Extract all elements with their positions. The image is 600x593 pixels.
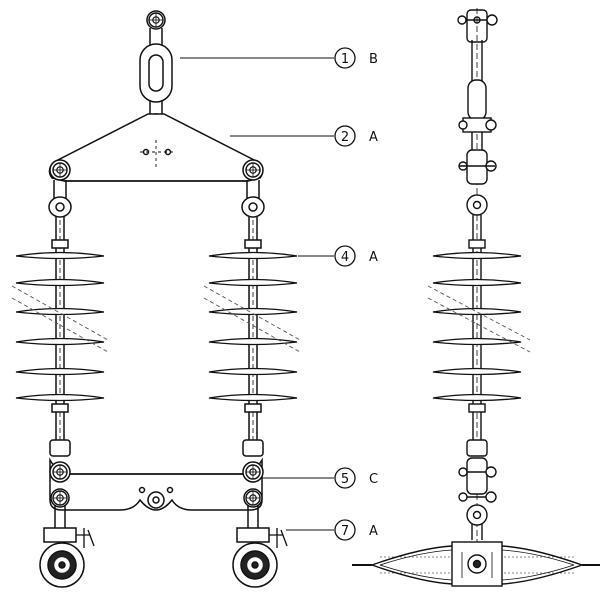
callout-5-number: 5 bbox=[341, 472, 349, 487]
side-insulator bbox=[432, 215, 522, 440]
callout-4-circle bbox=[334, 245, 356, 267]
chain-link bbox=[139, 43, 173, 103]
callout-7-number: 7 bbox=[341, 524, 349, 539]
break-marks bbox=[11, 285, 301, 353]
callout-5: 5 C bbox=[262, 467, 378, 489]
callout-1-letter: B bbox=[369, 52, 378, 67]
callout-5-circle bbox=[334, 467, 356, 489]
top-shackle bbox=[146, 10, 166, 46]
callout-4: 4 A bbox=[298, 245, 378, 267]
callout-2-number: 2 bbox=[341, 130, 349, 145]
side-lower-clevis bbox=[458, 439, 497, 540]
callout-7: 7 A bbox=[286, 519, 378, 541]
right-insulator-string bbox=[208, 180, 298, 457]
lower-yoke-plate bbox=[49, 457, 264, 511]
side-conductor-clamp bbox=[352, 541, 600, 587]
side-top-clevis bbox=[457, 9, 498, 43]
callout-4-letter: A bbox=[369, 250, 378, 265]
side-chain bbox=[458, 40, 497, 216]
side-break-marks bbox=[427, 285, 531, 353]
callout-5-letter: C bbox=[369, 472, 378, 487]
callout-1-circle bbox=[334, 47, 356, 69]
front-view bbox=[11, 10, 301, 588]
callout-2-circle bbox=[334, 125, 356, 147]
callout-4-number: 4 bbox=[341, 250, 349, 265]
left-insulator-string bbox=[15, 180, 105, 457]
callout-2-letter: A bbox=[369, 130, 378, 145]
callout-7-letter: A bbox=[369, 524, 378, 539]
callout-1: 1 B bbox=[180, 47, 378, 69]
callout-7-circle bbox=[334, 519, 356, 541]
yoke-plate bbox=[48, 113, 264, 182]
right-suspension-clamp bbox=[232, 505, 288, 588]
callout-1-number: 1 bbox=[341, 52, 349, 67]
left-suspension-clamp bbox=[39, 505, 95, 588]
side-view bbox=[352, 8, 600, 587]
callout-2: 2 A bbox=[230, 125, 378, 147]
